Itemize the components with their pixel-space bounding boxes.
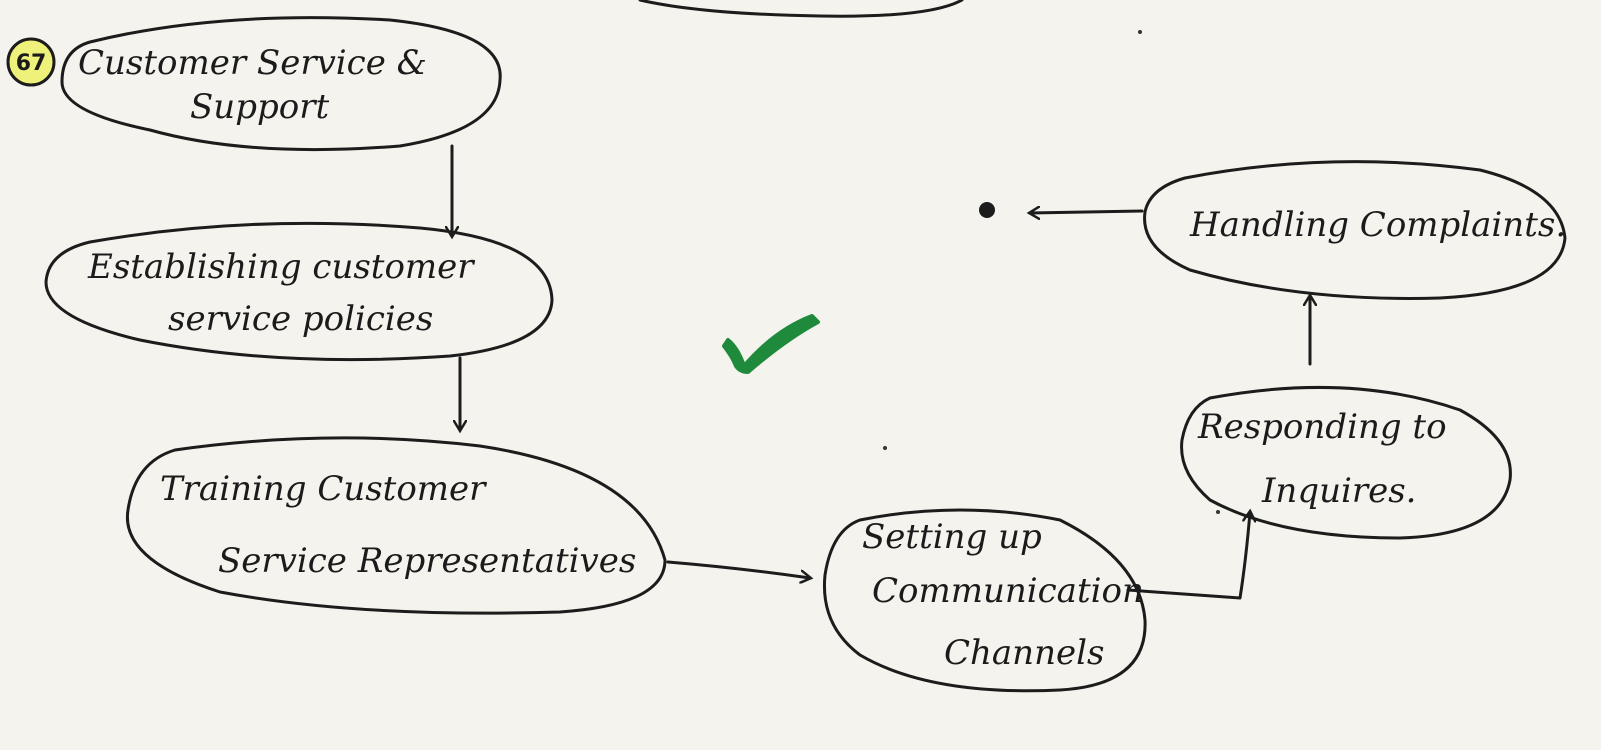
node-outline — [44, 221, 554, 362]
node-outline — [1180, 386, 1512, 540]
node-label-line: Service Representatives — [218, 541, 636, 581]
stray-dot — [1216, 510, 1220, 514]
node-outline — [125, 436, 667, 615]
question-number-badge: 67 — [6, 37, 56, 87]
node-training-representatives: Training Customer Service Representative… — [125, 436, 667, 615]
node-handling-complaints: Handling Complaints. — [1143, 160, 1567, 300]
node-label-line: Customer Service & — [78, 43, 427, 83]
checkmark-icon — [722, 314, 820, 374]
node-label-line: Setting up — [862, 517, 1042, 557]
node-outline — [822, 508, 1147, 693]
node-label-line: Support — [190, 87, 329, 127]
node-label-line: Channels — [944, 633, 1104, 673]
node-label-line: service policies — [168, 299, 433, 339]
node-label-line: Training Customer — [160, 469, 487, 509]
node-communication-channels: Setting up Communication Channels — [822, 508, 1147, 693]
node-outline — [1143, 160, 1567, 300]
node-label-line: Establishing customer — [87, 247, 475, 287]
arrow-complaints-to-end — [1030, 211, 1144, 213]
cropped-node-outline — [638, 0, 964, 18]
node-label-line: Communication — [872, 571, 1144, 611]
node-establishing-policies: Establishing customer service policies — [44, 221, 554, 362]
node-outline — [60, 16, 502, 152]
arrow-channels-to-inquiries — [1126, 512, 1250, 600]
node-label-line: Handling Complaints. — [1189, 205, 1566, 245]
node-label-line: Responding to — [1197, 407, 1447, 447]
stray-dot — [883, 446, 887, 450]
node-customer-service-support: Customer Service & Support — [60, 16, 502, 152]
node-label-line: Inquires. — [1261, 471, 1417, 511]
arrow-training-to-channels — [666, 560, 810, 578]
question-number: 67 — [16, 51, 47, 76]
stray-dot — [1138, 30, 1142, 34]
node-responding-inquiries: Responding to Inquires. — [1180, 386, 1512, 540]
end-point-dot — [979, 202, 995, 218]
